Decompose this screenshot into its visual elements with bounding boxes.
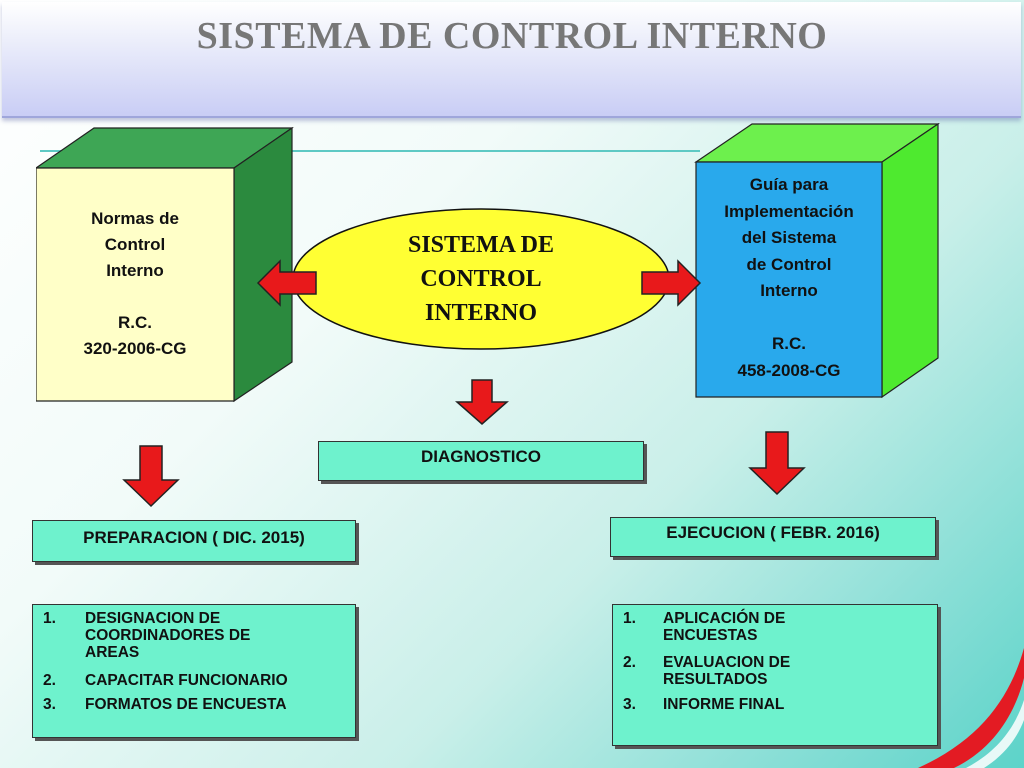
list-item-text: DESIGNACION DE COORDINADORES DE AREAS bbox=[85, 610, 251, 661]
list-item-text: CAPACITAR FUNCIONARIO bbox=[85, 672, 288, 689]
corner-swoosh-decoration bbox=[918, 648, 1024, 768]
list-item-text: EVALUACION DE RESULTADOS bbox=[663, 654, 791, 688]
arrow-down-center-icon bbox=[455, 379, 509, 425]
arrow-right-icon bbox=[641, 259, 702, 307]
list-item-number: 3. bbox=[623, 696, 636, 713]
list-item: 3. FORMATOS DE ENCUESTA bbox=[43, 696, 353, 716]
arrow-down-left-icon bbox=[122, 445, 180, 508]
ejecucion-box: EJECUCION ( FEBR. 2016) bbox=[610, 517, 936, 557]
right-cube: Guía para Implementación del Sistema de … bbox=[694, 122, 940, 400]
list-item-text: FORMATOS DE ENCUESTA bbox=[85, 696, 287, 713]
title-banner bbox=[2, 2, 1021, 118]
left-cube-front bbox=[36, 167, 235, 402]
list-item-number: 1. bbox=[43, 610, 56, 627]
center-ellipse: SISTEMA DE CONTROL INTERNO bbox=[290, 206, 672, 352]
list-item-number: 2. bbox=[623, 654, 636, 671]
list-item: 3. INFORME FINAL bbox=[623, 696, 933, 716]
center-ellipse-label: SISTEMA DE CONTROL INTERNO bbox=[407, 232, 555, 326]
preparacion-list: 1. DESIGNACION DE COORDINADORES DE AREAS… bbox=[32, 604, 356, 738]
list-item: 1. DESIGNACION DE COORDINADORES DE AREAS bbox=[43, 610, 353, 662]
slide-title: SISTEMA DE CONTROL INTERNO bbox=[196, 15, 828, 57]
list-item: 2. EVALUACION DE RESULTADOS bbox=[623, 654, 933, 690]
left-cube: Normas de Control Interno R.C. 320-2006-… bbox=[36, 126, 296, 406]
left-cube-label: Normas de Control Interno R.C. 320-2006-… bbox=[83, 209, 187, 358]
right-cube-label: Guía para Implementación del Sistema de … bbox=[724, 175, 854, 380]
list-item-text: INFORME FINAL bbox=[663, 696, 785, 713]
ejecucion-list: 1. APLICACIÓN DE ENCUESTAS 2. EVALUACION… bbox=[612, 604, 938, 746]
list-item-number: 3. bbox=[43, 696, 56, 713]
right-cube-side bbox=[881, 122, 939, 399]
right-cube-front bbox=[695, 161, 883, 398]
preparacion-box: PREPARACION ( DIC. 2015) bbox=[32, 520, 356, 562]
divider-line bbox=[40, 150, 700, 152]
list-item-text: APLICACIÓN DE ENCUESTAS bbox=[663, 610, 786, 644]
diagnostico-box: DIAGNOSTICO bbox=[318, 441, 644, 481]
arrow-down-right-icon bbox=[748, 431, 806, 496]
list-item-number: 2. bbox=[43, 672, 56, 689]
list-item: 1. APLICACIÓN DE ENCUESTAS bbox=[623, 610, 933, 646]
list-item: 2. CAPACITAR FUNCIONARIO bbox=[43, 672, 353, 692]
arrow-left-icon bbox=[256, 259, 317, 307]
list-item-number: 1. bbox=[623, 610, 636, 627]
